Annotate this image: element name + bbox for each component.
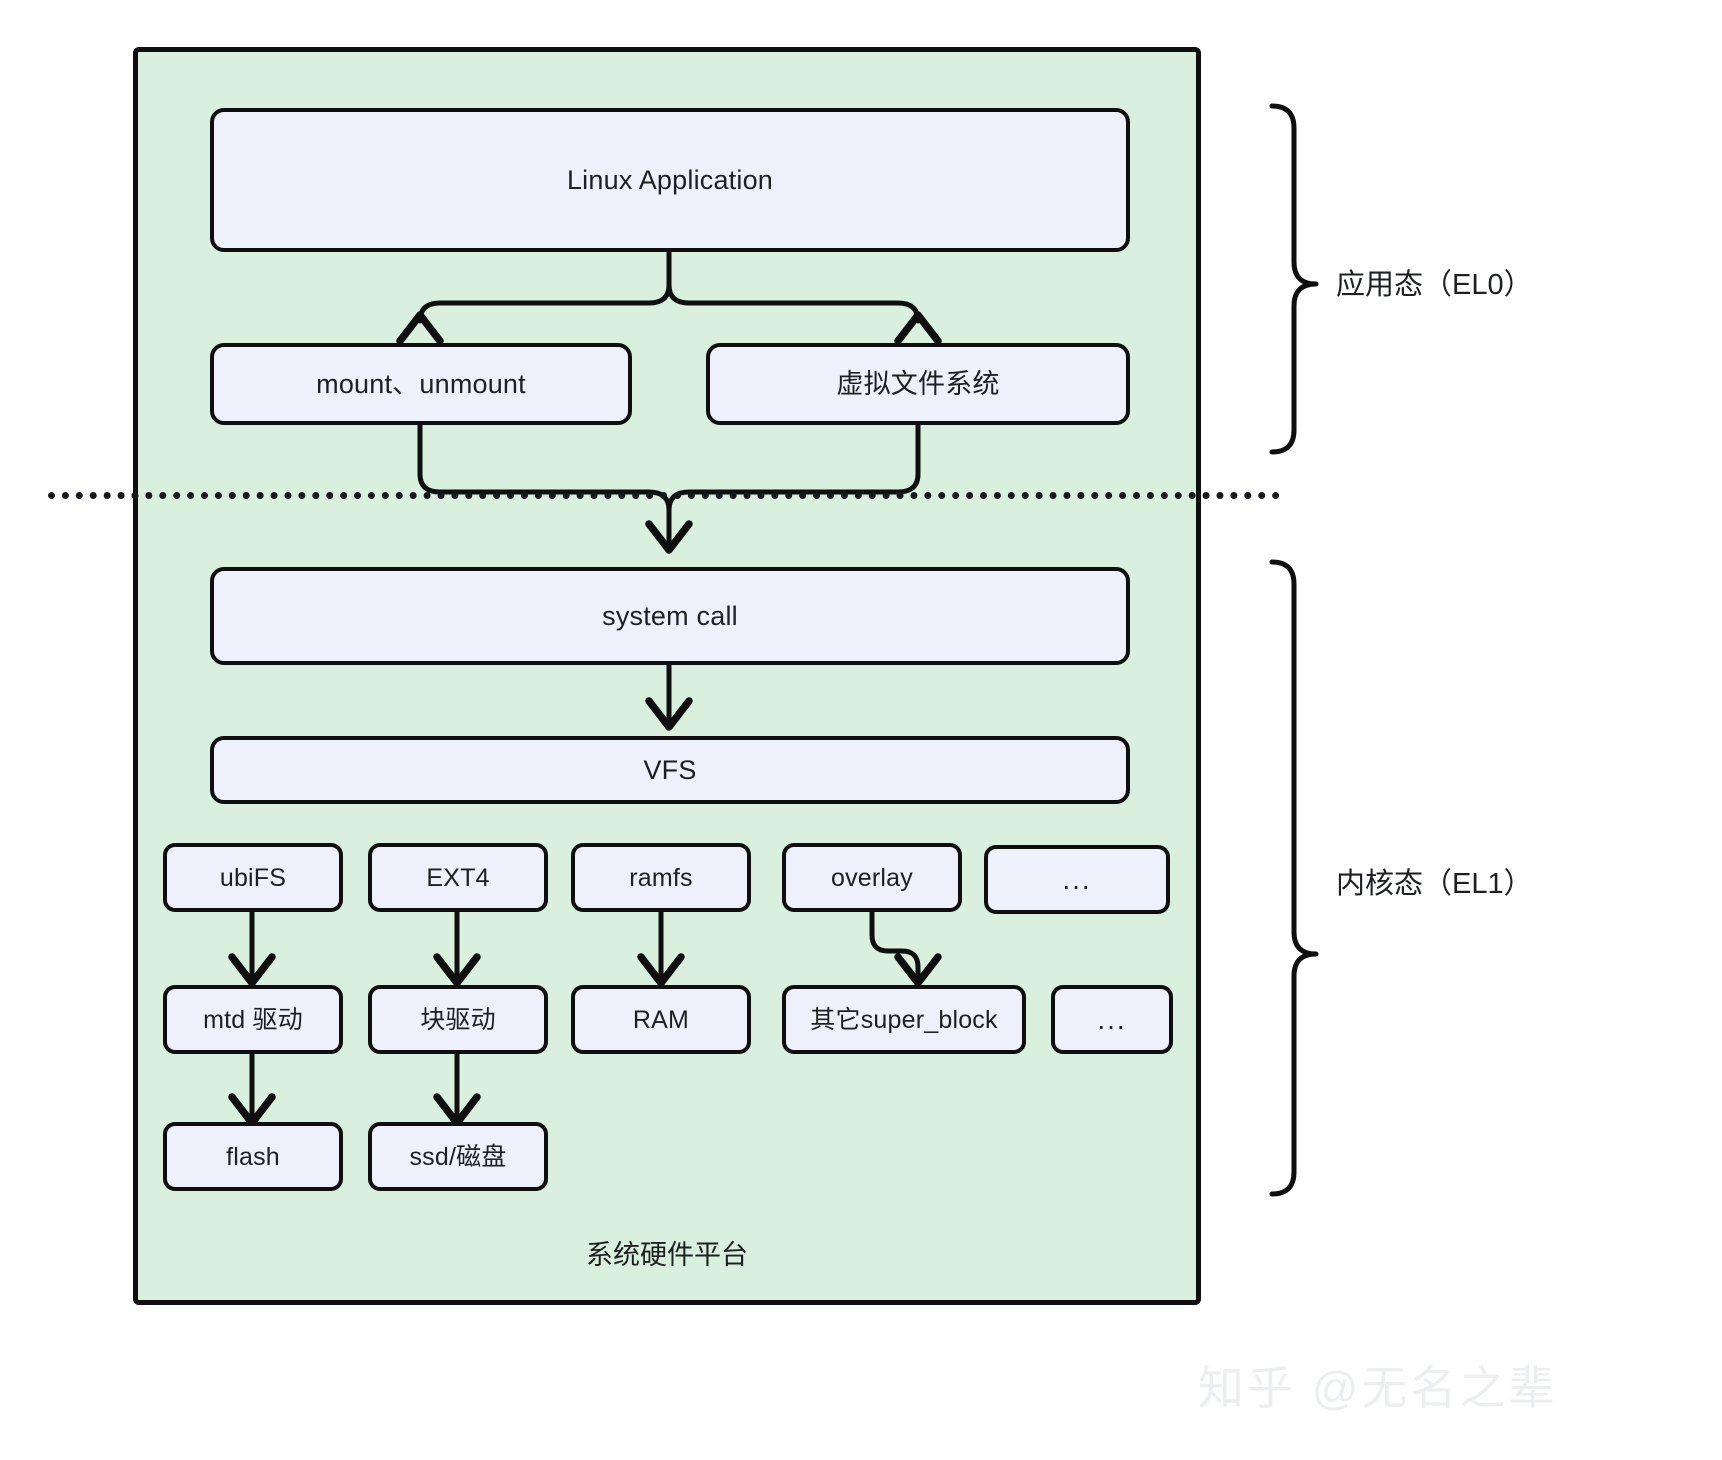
node-driver-mtd[interactable]: mtd 驱动 — [163, 985, 343, 1054]
node-driver-more[interactable]: ... — [1051, 985, 1173, 1054]
node-driver-mtd-label: mtd 驱动 — [203, 1005, 303, 1034]
node-system-call-label: system call — [602, 600, 738, 631]
node-media-ssd-disk[interactable]: ssd/磁盘 — [368, 1122, 548, 1191]
node-fs-more-label: ... — [1062, 863, 1092, 895]
node-fs-ext4[interactable]: EXT4 — [368, 843, 548, 912]
node-system-call[interactable]: system call — [210, 567, 1130, 665]
node-fs-overlay-label: overlay — [831, 863, 913, 892]
node-linux-application-label: Linux Application — [566, 164, 774, 195]
node-driver-other-superblock-label: 其它super_block — [810, 1005, 998, 1034]
node-fs-overlay[interactable]: overlay — [782, 843, 962, 912]
level-label-el1: 内核态（EL1） — [1336, 868, 1533, 900]
hardware-platform-caption: 系统硬件平台 — [586, 1240, 748, 1270]
privilege-boundary-divider — [48, 492, 1280, 499]
node-vfs[interactable]: VFS — [210, 736, 1130, 804]
node-fs-ramfs[interactable]: ramfs — [571, 843, 751, 912]
node-linux-application[interactable]: Linux Application — [210, 108, 1130, 252]
node-virtual-file-system[interactable]: 虚拟文件系统 — [706, 343, 1130, 425]
node-mount-unmount[interactable]: mount、unmount — [210, 343, 632, 425]
node-fs-ubifs[interactable]: ubiFS — [163, 843, 343, 912]
node-media-flash[interactable]: flash — [163, 1122, 343, 1191]
node-mount-unmount-label: mount、unmount — [316, 368, 526, 399]
node-media-ssd-disk-label: ssd/磁盘 — [409, 1142, 507, 1171]
watermark: 知乎 @无名之辈 — [1198, 1362, 1558, 1414]
node-driver-ram-label: RAM — [632, 1005, 690, 1034]
node-fs-ubifs-label: ubiFS — [219, 863, 287, 892]
node-fs-ext4-label: EXT4 — [426, 863, 490, 892]
node-virtual-file-system-label: 虚拟文件系统 — [836, 368, 1000, 399]
node-fs-more[interactable]: ... — [984, 845, 1170, 914]
node-driver-more-label: ... — [1097, 1003, 1127, 1035]
node-driver-block-label: 块驱动 — [420, 1005, 496, 1034]
node-vfs-label: VFS — [643, 754, 697, 785]
node-fs-ramfs-label: ramfs — [629, 863, 693, 892]
node-media-flash-label: flash — [226, 1142, 280, 1171]
node-driver-ram[interactable]: RAM — [571, 985, 751, 1054]
level-label-el0: 应用态（EL0） — [1336, 269, 1533, 301]
node-driver-block[interactable]: 块驱动 — [368, 985, 548, 1054]
node-driver-other-superblock[interactable]: 其它super_block — [782, 985, 1026, 1054]
